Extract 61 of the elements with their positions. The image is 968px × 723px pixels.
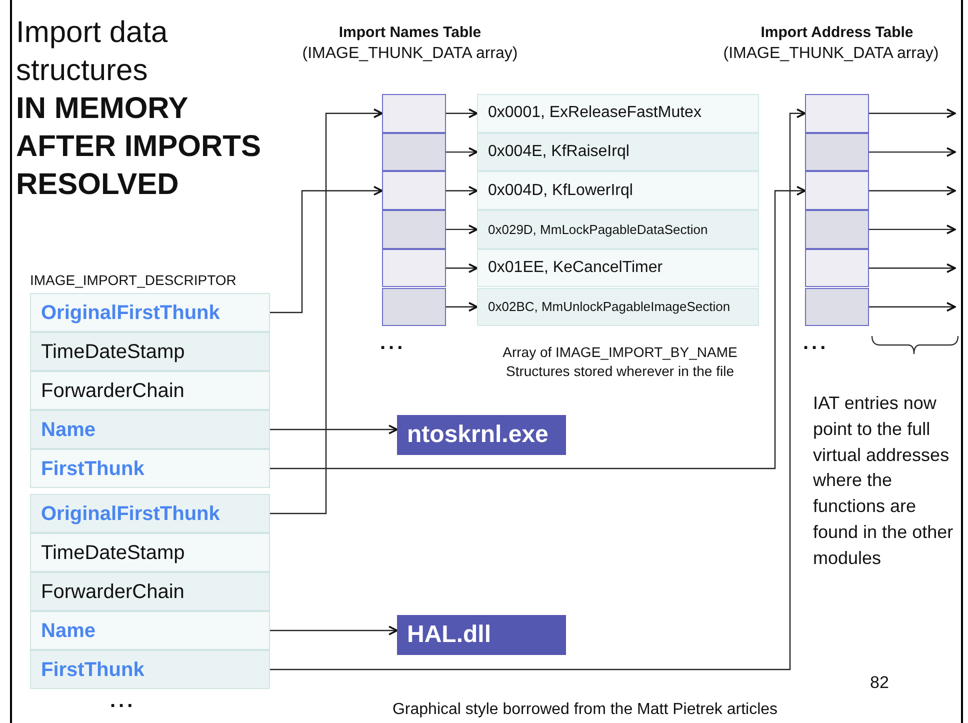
field-row: TimeDateStamp [30, 533, 270, 572]
thunk-cell [382, 288, 446, 326]
caption: Graphical style borrowed from the Matt Pietrek articles [391, 700, 779, 720]
field-row: OriginalFirstThunk [30, 494, 270, 533]
field-row: FirstThunk [30, 449, 270, 488]
arrow [869, 186, 956, 196]
name-entry-row: 0x029D, MmLockPagableDataSection [477, 210, 759, 249]
table-heading: Import Names Table [338, 23, 482, 43]
arrow [270, 108, 806, 670]
title: Import data structures IN MEMORY AFTER IMPORTS RESOLVED [16, 15, 262, 203]
thunk-cell [382, 132, 446, 172]
arrow [869, 147, 956, 157]
name-entry-row: 0x0001, ExReleaseFastMutex [477, 94, 759, 133]
thunk-cell [805, 248, 869, 288]
ellipsis: ... [803, 331, 830, 356]
field-row: Name [30, 611, 270, 650]
field-row: Name [30, 410, 270, 449]
thunk-cell [805, 94, 869, 133]
table-heading: Import Address Table [760, 23, 914, 43]
thunk-cell [382, 248, 446, 288]
field-row: OriginalFirstThunk [30, 293, 270, 332]
arrow [270, 186, 806, 470]
note-text: IAT entries now point to the full virtual addresses where the functions are found in the other modules [813, 392, 954, 570]
thunk-cell [805, 288, 869, 326]
field-row: FirstThunk [30, 650, 270, 689]
thunk-cell [805, 210, 869, 249]
arrow [446, 224, 478, 234]
note-text: Array of IMAGE_IMPORT_BY_NAME Structures stored wherever in the file [502, 343, 738, 381]
arrow [446, 302, 478, 312]
name-entry-row: 0x02BC, MmUnlockPagableImageSection [477, 288, 759, 326]
module-name-box: ntoskrnl.exe [397, 415, 566, 455]
name-entry-row: 0x004D, KfLowerIrql [477, 171, 759, 210]
ellipsis: ... [380, 331, 407, 356]
arrow [270, 424, 398, 434]
field-row: TimeDateStamp [30, 332, 270, 371]
thunk-cell [382, 171, 446, 210]
arrow [270, 108, 383, 514]
ellipsis: ... [110, 689, 137, 714]
table-subheading: (IMAGE_THUNK_DATA array) [301, 44, 519, 64]
name-entry-row: 0x004E, KfRaiseIrql [477, 132, 759, 172]
name-entry-row: 0x01EE, KeCancelTimer [477, 248, 759, 288]
arrow [869, 108, 956, 118]
arrow [446, 108, 478, 118]
arrow [270, 186, 383, 314]
arrow [869, 263, 956, 274]
page-number: 82 [870, 672, 890, 694]
thunk-cell [805, 132, 869, 172]
struct-name: IMAGE_IMPORT_DESCRIPTOR [30, 271, 236, 290]
arrow [869, 302, 956, 312]
thunk-cell [382, 94, 446, 133]
table-subheading: (IMAGE_THUNK_DATA array) [722, 44, 940, 64]
module-name-box: HAL.dll [397, 615, 566, 655]
arrow [446, 186, 478, 196]
arrow [869, 224, 956, 234]
thunk-cell [805, 171, 869, 210]
arrow [270, 626, 398, 636]
thunk-cell [382, 210, 446, 249]
field-row: ForwarderChain [30, 371, 270, 410]
arrow [446, 147, 478, 157]
arrow [446, 263, 478, 274]
field-row: ForwarderChain [30, 572, 270, 611]
